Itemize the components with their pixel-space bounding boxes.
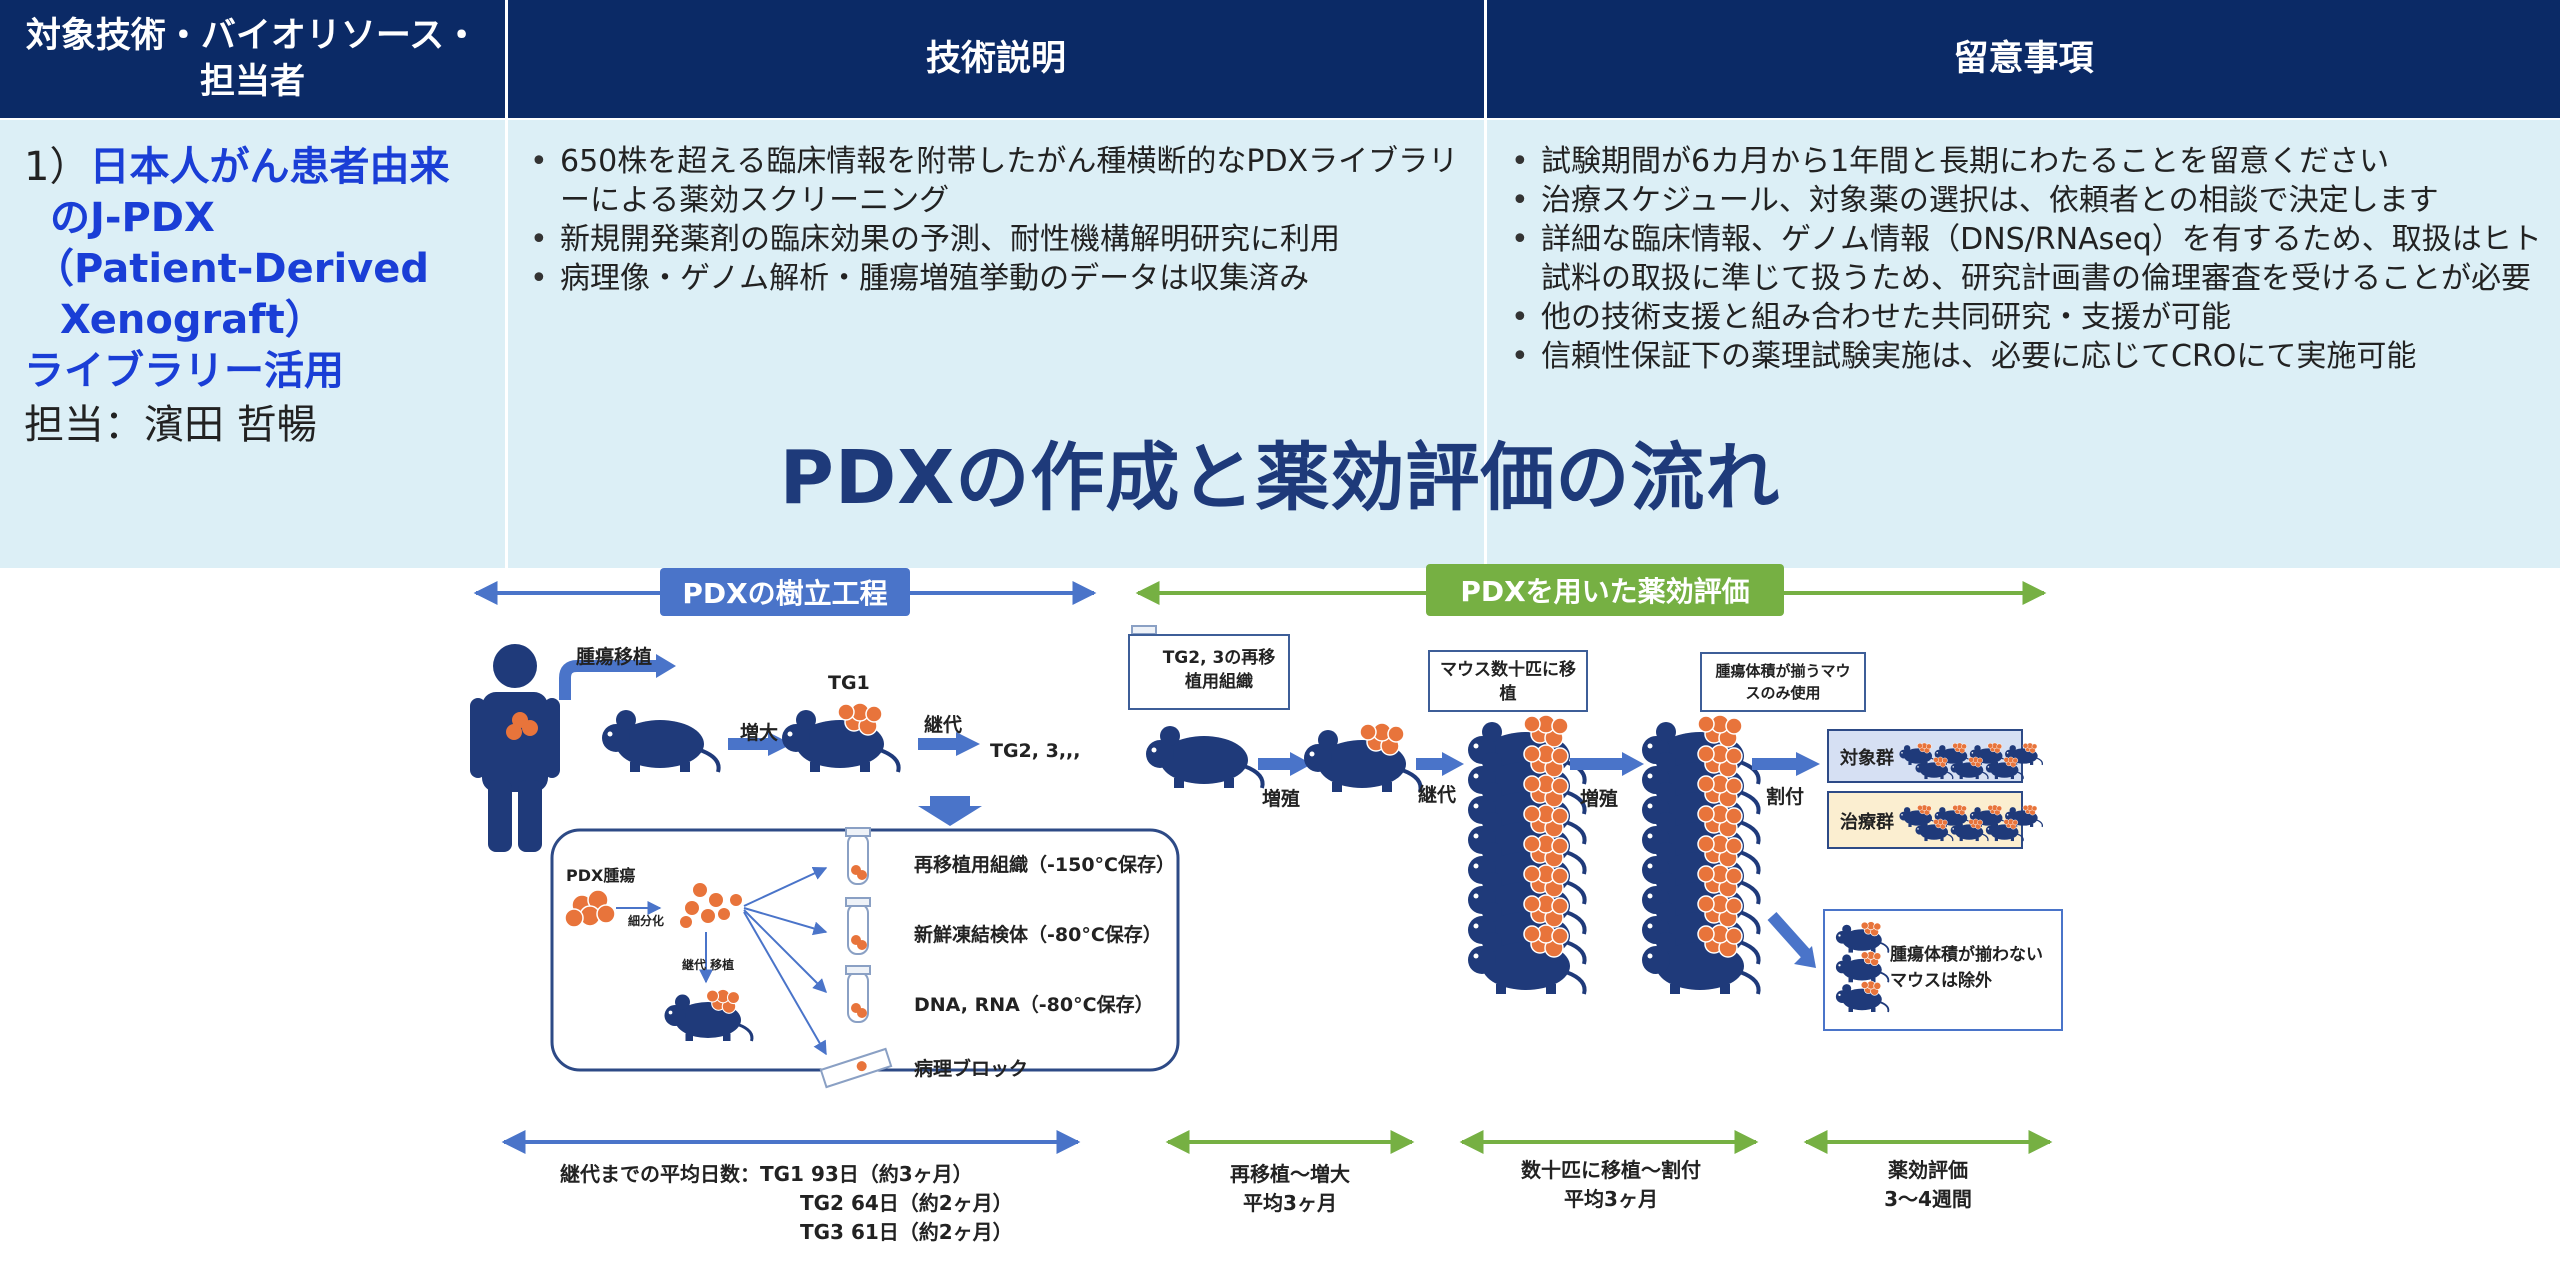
uniform-tumor-box: 腫瘍体積が揃うマウスのみ使用 (1700, 652, 1866, 712)
treatment-group-label: 治療群 (1840, 812, 1894, 833)
title-line-4: Xenograft） (60, 297, 325, 343)
tech-bullet: 新規開発薬剤の臨床効果の予測、耐性機構解明研究に利用 (522, 220, 1462, 259)
header-col2-label: 技術説明 (925, 39, 1066, 79)
title-line-2: のJ-PDX (50, 195, 215, 241)
storage-item-dna-rna: DNA, RNA（-80°C保存） (914, 994, 1154, 1016)
note-bullet: 治療スケジュール、対象薬の選択は、依頼者との相談で決定します (1503, 181, 2543, 220)
person-in-charge: 担当：濱田 哲暢 (24, 402, 317, 448)
storage-item-retransplant: 再移植用組織（-150°C保存） (914, 854, 1175, 876)
note-bullet: 他の技術支援と組み合わせた共同研究・支援が可能 (1503, 298, 2543, 337)
timeline-seg3-line1: 数十匹に移植～割付 (1521, 1158, 1701, 1182)
uniform-tumor-text: 腫瘍体積が揃うマウスのみ使用 (1715, 662, 1851, 702)
patient-figure (470, 644, 560, 852)
mouse-stack-1 (1468, 715, 1585, 994)
header-col1: 対象技術・バイオリソース・担当者 (0, 0, 505, 118)
timeline-tg2: TG2 64日（約2ヶ月） (800, 1191, 1013, 1215)
grow-label: 増大 (740, 722, 779, 744)
storage-item-frozen: 新鮮凍結検体（-80°C保存） (914, 924, 1162, 946)
tech-description-list: 650株を超える臨床情報を附帯したがん種横断的なPDXライブラリーによる薬効スク… (522, 142, 1462, 298)
fragment-label: 細分化 (628, 914, 665, 928)
tg1-label: TG1 (828, 672, 870, 694)
header-col3: 留意事項 (1487, 0, 2560, 118)
cell-col1 (0, 120, 505, 568)
resource-title: 1）日本人がん患者由来 のJ-PDX （Patient-Derived Xeno… (24, 142, 494, 453)
diagram-title: PDXの作成と薬効評価の流れ (779, 435, 1781, 521)
timeline-seg4-line2: 3～4週間 (1884, 1187, 1972, 1211)
title-line-1: 日本人がん患者由来 (89, 144, 450, 190)
header-col3-label: 留意事項 (1953, 39, 2094, 79)
excluded-mice-label: 腫瘍体積が揃わないマウスは除外 (1890, 945, 2043, 991)
mice-transplant-box: マウス数十匹に移植 (1428, 650, 1588, 712)
passage-transplant-label: 継代 移植 (682, 958, 735, 972)
item-number: 1） (24, 144, 90, 190)
flow-diagram (470, 581, 2063, 1154)
passage-label: 継代 (924, 714, 963, 736)
note-bullet: 信頼性保証下の薬理試験実施は、必要に応じてCROにて実施可能 (1503, 337, 2543, 376)
timeline-seg2-line1: 再移植～増大 (1230, 1162, 1350, 1186)
step-grow-2: 増殖 (1580, 788, 1619, 810)
title-line-3: （Patient-Derived (34, 246, 429, 292)
timeline-seg4: 薬効評価 3～4週間 (1808, 1156, 2048, 1214)
step-assign: 割付 (1766, 786, 1805, 808)
tech-bullet: 650株を超える臨床情報を附帯したがん種横断的なPDXライブラリーによる薬効スク… (522, 142, 1462, 220)
stage-evaluation-label: PDXを用いた薬効評価 (1426, 564, 1784, 616)
timeline-seg2: 再移植～増大 平均3ヶ月 (1170, 1160, 1410, 1218)
mouse-stack-2 (1642, 715, 1759, 994)
transplant-label: 腫瘍移植 (576, 646, 653, 668)
timeline-tg1: TG1 93日（約3ヶ月） (760, 1162, 973, 1186)
pdx-tumor-label: PDX腫瘍 (566, 866, 636, 885)
stage-establishment-label: PDXの樹立工程 (660, 568, 910, 616)
timeline-seg3-line2: 平均3ヶ月 (1564, 1187, 1658, 1211)
timeline-tg: 継代までの平均日数：TG1 93日（約3ヶ月） TG2 64日（約2ヶ月） TG… (560, 1160, 1120, 1247)
step-passage: 継代 (1418, 784, 1457, 806)
retransplant-tissue-text: TG2, 3の再移植用組織 (1162, 648, 1276, 692)
note-bullet: 試験期間が6カ月から1年間と長期にわたることを留意ください (1503, 142, 2543, 181)
timeline-seg3: 数十匹に移植～割付 平均3ヶ月 (1466, 1156, 1756, 1214)
mice-transplant-text: マウス数十匹に移植 (1440, 660, 1576, 704)
timeline-seg4-line1: 薬効評価 (1888, 1158, 1968, 1182)
header-col1-label: 対象技術・バイオリソース・担当者 (25, 16, 480, 102)
storage-item-pathology: 病理ブロック (914, 1058, 1029, 1080)
timeline-seg2-line2: 平均3ヶ月 (1243, 1191, 1337, 1215)
timeline-tg3: TG3 61日（約2ヶ月） (800, 1220, 1013, 1244)
note-bullet: 詳細な臨床情報、ゲノム情報（DNS/RNAseq）を有するため、取扱はヒト試料の… (1503, 220, 2543, 298)
retransplant-tissue-box: TG2, 3の再移植用組織 (1128, 634, 1290, 710)
tech-bullet: 病理像・ゲノム解析・腫瘍増殖挙動のデータは収集済み (522, 259, 1462, 298)
title-line-5: ライブラリー活用 (24, 348, 344, 394)
timeline-avg-label: 継代までの平均日数： (560, 1162, 760, 1186)
header-col2: 技術説明 (508, 0, 1484, 118)
control-group-label: 対象群 (1840, 748, 1894, 769)
step-grow-1: 増殖 (1262, 788, 1301, 810)
notes-list: 試験期間が6カ月から1年間と長期にわたることを留意ください 治療スケジュール、対… (1503, 142, 2543, 376)
tg23-label: TG2, 3,,, (990, 740, 1081, 762)
